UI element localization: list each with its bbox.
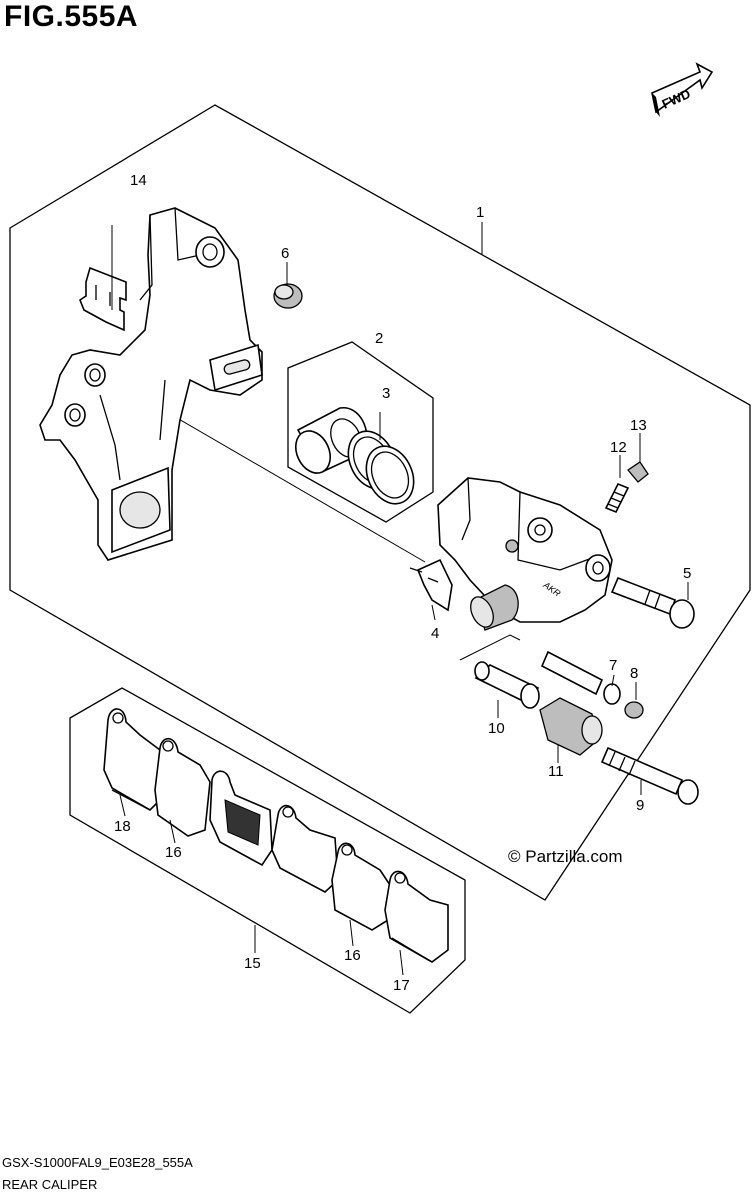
callout-8: 8: [630, 665, 638, 682]
caliper-bolt-5: [610, 576, 695, 629]
callout-10: 10: [488, 720, 505, 737]
callout-18: 18: [114, 818, 131, 835]
caliper-assembly-outline: [9, 104, 751, 901]
partzilla-watermark: © Partzilla.com: [508, 847, 623, 866]
brake-pad-right-1: [271, 804, 339, 893]
leader-lines: [111, 222, 689, 976]
callout-11: 11: [548, 763, 564, 780]
callout-15: 15: [244, 955, 261, 972]
cap-nut: [273, 283, 303, 309]
callout-7: 7: [609, 657, 617, 674]
piston-kit-outline: [287, 341, 434, 523]
rubber-boot: [470, 584, 519, 631]
pad-spring-clip: [79, 266, 127, 332]
piston-seals: [347, 430, 415, 505]
pin-nut: [624, 701, 644, 719]
caliper-bracket: [39, 207, 263, 561]
bleeder-cap: [627, 461, 649, 483]
brake-pad-right-2: [331, 842, 391, 931]
callout-6: 6: [281, 245, 289, 262]
pin-boot: [539, 697, 603, 756]
callout-14: 14: [130, 172, 147, 189]
callout-12: 12: [610, 439, 627, 456]
callout-2: 2: [375, 330, 383, 347]
caliper-to-pins-line: [459, 634, 511, 661]
brake-pad-center: [209, 770, 273, 867]
pad-spring: [409, 558, 453, 612]
callout-16-left: 16: [165, 844, 182, 861]
fwd-arrow-icon: FWD: [651, 62, 714, 117]
diagram-code: GSX-S1000FAL9_E03E28_555A: [2, 1155, 193, 1170]
diagram-name: REAR CALIPER: [2, 1177, 98, 1192]
callout-4: 4: [431, 625, 439, 642]
brake-pad-kit-outline: [69, 687, 466, 1014]
brake-pad-left-1: [103, 708, 161, 812]
brake-pad-right-3: [384, 870, 449, 963]
callout-1: 1: [476, 204, 484, 221]
callout-17: 17: [393, 977, 410, 994]
slide-pin: [540, 650, 621, 705]
callout-5: 5: [683, 565, 691, 582]
brake-pad-left-2: [154, 737, 211, 837]
figure-title: FIG.555A: [4, 0, 139, 33]
callout-16-right: 16: [344, 947, 361, 964]
sleeve: [474, 661, 540, 709]
callout-13: 13: [630, 417, 647, 434]
bleeder-valve: [604, 482, 630, 514]
caliper-bolt-9: [600, 746, 699, 805]
callout-3: 3: [382, 385, 390, 402]
callout-labels: 1 2 3 4 5 6 7 8 9 10 11 12 13 14 15 16 1…: [114, 172, 691, 994]
callout-9: 9: [636, 797, 644, 814]
caliper-body: AKR: [437, 477, 613, 623]
